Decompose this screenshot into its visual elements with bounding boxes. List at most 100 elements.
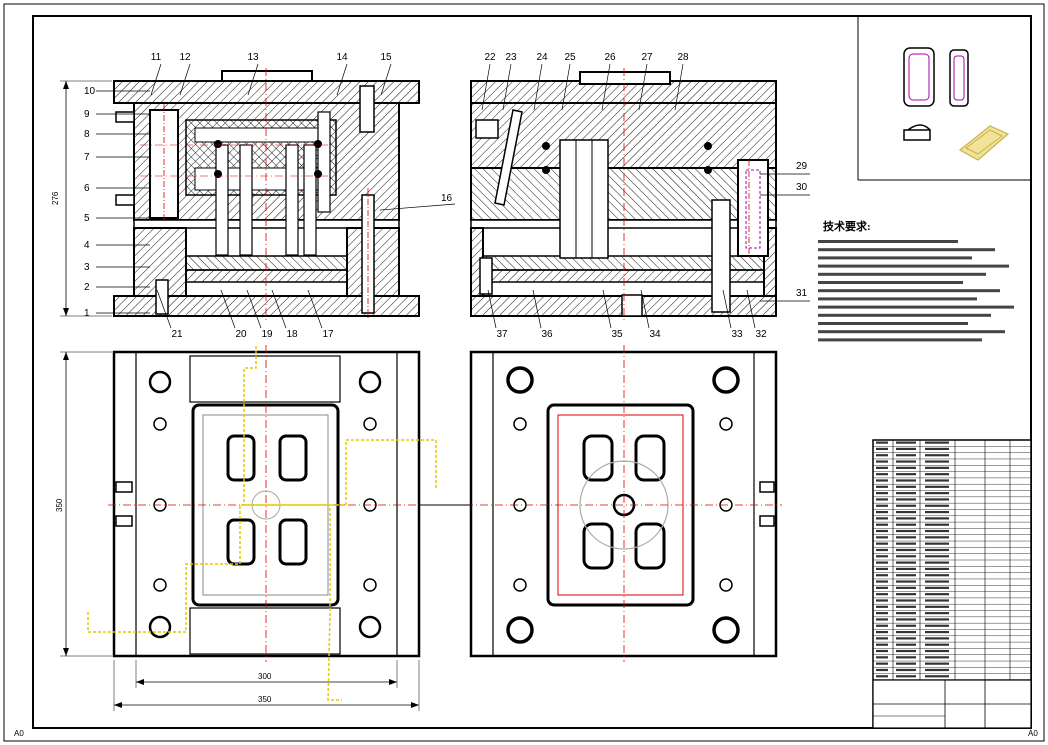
tech-req-line [818,305,1014,309]
bom-cell [896,662,916,665]
bom-cell [925,618,949,621]
tech-req-line [818,272,986,276]
bom-cell [925,454,949,457]
tech-req-line [818,338,982,342]
bom-cell [896,637,916,640]
bom-cell [925,580,949,583]
left-plan-view [87,345,437,701]
bom-cell [876,536,888,539]
callout-label: 5 [84,213,90,224]
bom-cell [896,473,916,476]
tech-req-line [818,330,1005,334]
bom-cell [896,618,916,621]
bom-cell [876,555,888,558]
bom-cell [896,548,916,552]
callout-label: 11 [151,52,162,63]
callout-label: 26 [604,52,616,63]
bom-cell [876,567,888,571]
bom-cell [896,536,916,539]
format-label-left: A0 [14,729,24,738]
bom-cell [896,466,916,469]
bom-cell [876,441,888,444]
bom-table [872,439,1032,729]
bom-cell [876,618,888,621]
technical-requirements: 技术要求: [818,219,1014,342]
bom-cell [876,593,888,596]
bom-cell [925,668,949,672]
left-height-dimension: 276 [51,80,112,317]
callout-label: 12 [179,52,191,63]
bom-cell [925,586,949,589]
plan-width-dim-300: 300 [258,672,272,681]
bom-cell [925,466,949,469]
bom-cell [896,599,916,602]
bom-cell [925,624,949,627]
bom-cell [925,473,949,476]
tech-req-line [818,289,1000,293]
bom-cell [896,454,916,457]
bom-cell [896,529,916,533]
bom-cell [896,479,916,482]
callout-label: 4 [84,240,90,251]
bom-cell [876,523,888,526]
bom-cell [876,675,888,678]
bom-cell [896,517,916,520]
bom-cell [896,542,916,545]
callout-label: 10 [84,86,96,97]
callout-label: 14 [336,52,348,63]
sheet-inner-border [32,15,1032,729]
bom-cell [876,473,888,476]
bom-cell [876,485,888,488]
bom-cell [876,542,888,545]
bom-cell [925,649,949,653]
bom-cell [876,517,888,520]
bom-cell [925,504,949,507]
callout-label: 7 [84,152,90,163]
callout-label: 33 [731,329,743,340]
callout-label: 6 [84,183,90,194]
part-detail-view [857,16,1031,181]
callout-label: 9 [84,109,90,120]
tech-req-line [818,281,963,284]
bom-cell [876,637,888,640]
callout-label: 28 [677,52,689,63]
bom-cell [876,529,888,533]
tech-req-line [818,322,968,325]
bom-cell [896,630,916,634]
bom-cell [876,599,888,602]
bom-cell [896,643,916,646]
bom-cell [896,492,916,495]
bom-cell [876,612,888,615]
tech-req-line [818,248,995,252]
left-section-view [113,68,420,322]
bom-cell [896,561,916,564]
bom-cell [925,536,949,539]
bom-cell [876,447,888,451]
bom-cell [896,624,916,627]
bom-cell [896,675,916,678]
callout-label: 35 [611,329,623,340]
callout-label: 27 [641,52,653,63]
tech-req-line [818,256,972,260]
callout-label: 36 [541,329,553,340]
bom-cell [876,460,888,463]
bom-cell [896,574,916,577]
bom-cell [876,580,888,583]
callout-label: 3 [84,262,90,273]
callout-label: 16 [441,193,453,204]
bom-cell [896,510,916,514]
bom-cell [896,555,916,558]
bom-cell [925,662,949,665]
bom-cell [876,668,888,672]
callout-label: 17 [322,329,334,340]
callout-label: 8 [84,129,90,140]
callout-label: 22 [484,52,496,63]
tech-req-line [818,297,977,301]
plan-height-dim-350: 350 [55,498,64,512]
tech-req-line [818,313,991,317]
callout-label: 25 [564,52,576,63]
bom-cell [925,492,949,495]
